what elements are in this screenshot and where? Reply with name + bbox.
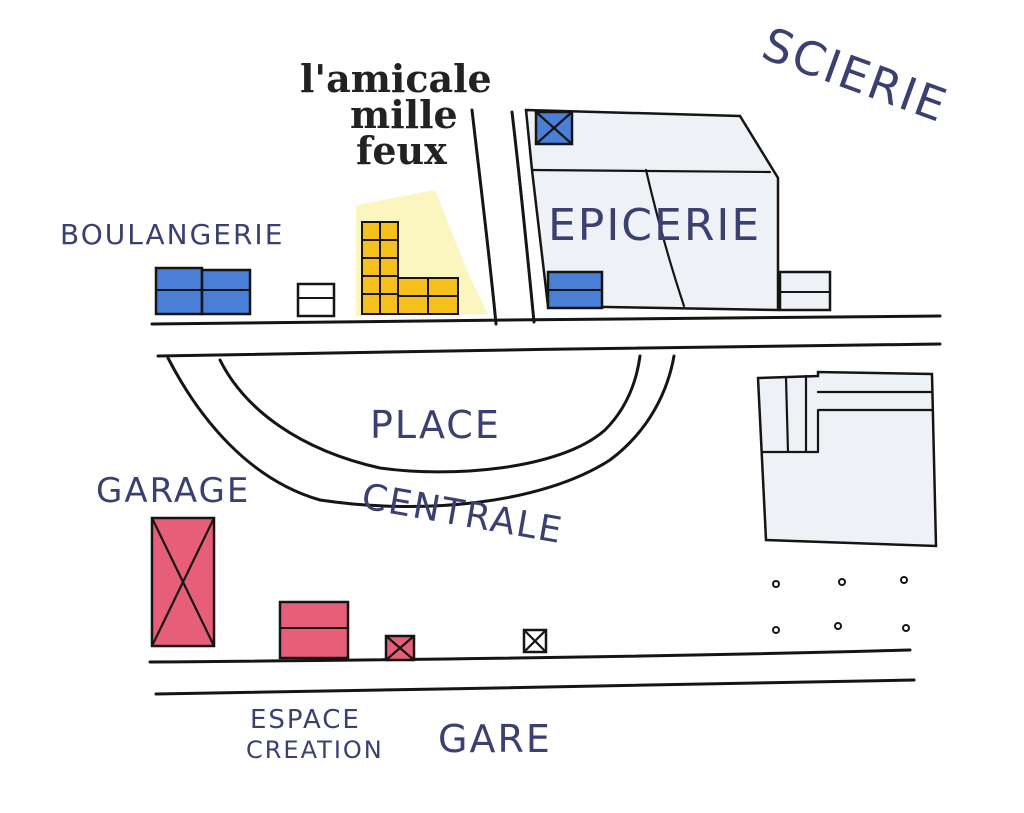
garage-building-cross [150, 516, 216, 648]
main-road-lower-edge [156, 342, 942, 358]
south-road-upper-edge [148, 648, 912, 664]
amicale-block-3[interactable] [361, 239, 381, 259]
amicale-block-2[interactable] [379, 221, 399, 241]
small-pink-box-cross [384, 634, 416, 662]
amicale-block-10[interactable] [379, 293, 399, 315]
parking-markers [772, 576, 910, 634]
place-inner-loop [218, 354, 642, 474]
amicale-block-7[interactable] [361, 275, 381, 295]
amicale-plot [356, 190, 488, 316]
north-road-right-edge [510, 110, 536, 324]
epicerie-block [524, 108, 832, 312]
amicale-block-14[interactable] [427, 295, 459, 315]
logo-line-1: l'amicale [300, 56, 492, 101]
amicale-block-6[interactable] [379, 257, 399, 277]
amicale-block-1[interactable] [361, 221, 381, 241]
epicerie-inner-line-1 [530, 168, 772, 174]
east-large-building[interactable] [756, 370, 938, 548]
logo: l'amicale mille feux [300, 56, 492, 173]
boulangerie-building-right[interactable] [200, 268, 252, 316]
parking-marker [838, 578, 846, 586]
label-espace: ESPACE [250, 705, 361, 735]
parking-marker [900, 576, 908, 584]
logo-line-2: mille [350, 92, 458, 137]
parking-marker [902, 624, 910, 632]
south-road-lower-edge [154, 678, 916, 696]
east-inner-lines [760, 374, 934, 454]
amicale-block-9[interactable] [361, 293, 381, 315]
amicale-block-11[interactable] [397, 277, 429, 297]
label-creation: CREATION [246, 736, 384, 764]
epicerie-corner-box-cross [534, 110, 574, 146]
amicale-block-5[interactable] [361, 257, 381, 277]
logo-line-3: feux [356, 128, 447, 173]
label-place: PLACE [370, 403, 501, 447]
main-road-upper-edge [150, 314, 942, 326]
label-centrale: CENTRALE [359, 476, 567, 552]
amicale-block-4[interactable] [379, 239, 399, 259]
label-boulangerie: BOULANGERIE [60, 218, 284, 251]
boulangerie-block [154, 266, 336, 318]
label-garage: GARAGE [96, 471, 250, 511]
amicale-block-8[interactable] [379, 275, 399, 295]
parking-marker [772, 580, 780, 588]
roads [148, 108, 942, 696]
east-block [756, 370, 938, 634]
label-epicerie: EPICERIE [548, 200, 761, 251]
parking-marker [772, 626, 780, 634]
garage-block [150, 516, 548, 662]
parking-marker [834, 622, 842, 630]
label-gare: GARE [438, 717, 552, 761]
north-road-left-edge [470, 108, 498, 326]
amicale-buildings[interactable] [361, 221, 459, 315]
amicale-block-12[interactable] [427, 277, 459, 297]
place-outer-loop [166, 354, 676, 508]
small-white-building[interactable] [296, 282, 336, 318]
epicerie-inner-line-2 [644, 168, 686, 308]
label-scierie: SCIERIE [755, 17, 954, 134]
amicale-block-13[interactable] [397, 295, 429, 315]
small-white-box-cross [522, 628, 548, 654]
espace-creation-building[interactable] [278, 600, 350, 660]
